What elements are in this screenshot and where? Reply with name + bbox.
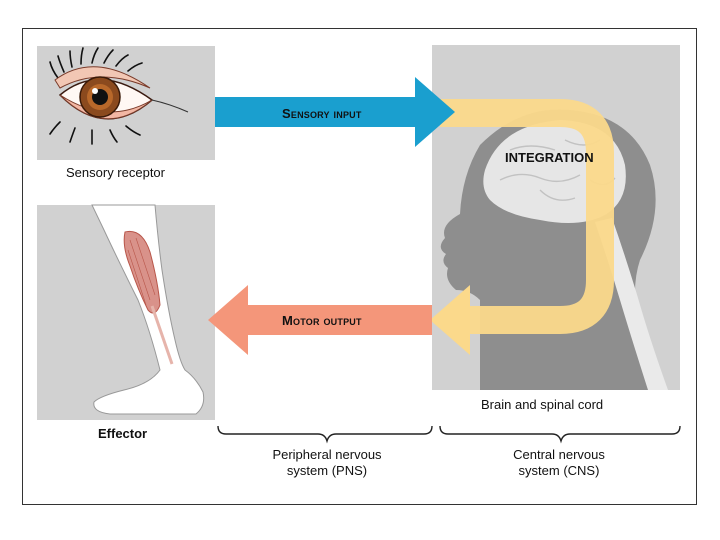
effector-label: Effector (98, 426, 148, 441)
cns-label: Central nervous system (CNS) (484, 447, 634, 479)
cns-label-line1: Central nervous (513, 447, 605, 462)
leg-icon (91, 204, 205, 415)
motor-output-arrow (208, 285, 432, 355)
sensory-input-label: Sensory input (282, 106, 362, 121)
integration-label: INTEGRATION (505, 150, 594, 165)
motor-output-label: Motor output (282, 313, 362, 328)
pns-label: Peripheral nervous system (PNS) (252, 447, 402, 479)
pns-label-line2: system (PNS) (286, 463, 368, 478)
pns-label-line1: Peripheral nervous (272, 447, 382, 462)
cns-label-line2: system (CNS) (518, 463, 600, 478)
sensory-receptor-label: Sensory receptor (66, 165, 165, 180)
brain-spinal-cord-label: Brain and spinal cord (481, 397, 604, 412)
eye-icon (49, 47, 189, 145)
cns-brace (439, 425, 681, 444)
sensory-input-arrow (215, 77, 455, 147)
integration-loop (440, 99, 614, 334)
integration-arrowhead (430, 285, 470, 355)
pns-brace (217, 425, 433, 444)
